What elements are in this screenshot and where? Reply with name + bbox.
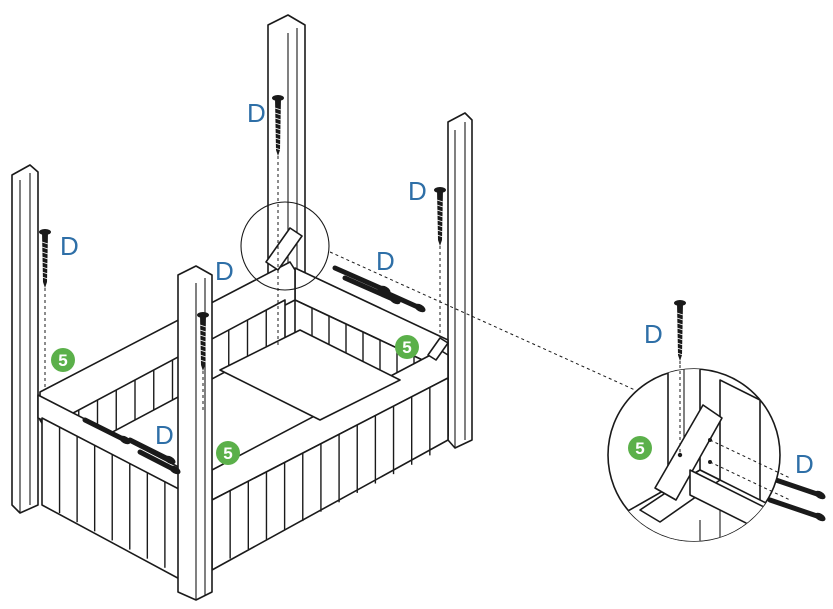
screw-label-d: D (215, 256, 234, 286)
part-badge-5: 5 (628, 436, 652, 460)
screw-label-d: D (408, 176, 427, 206)
screw-d (767, 475, 826, 500)
screw-d (674, 300, 686, 365)
zoom-detail (607, 365, 791, 542)
svg-text:5: 5 (402, 338, 411, 357)
svg-text:5: 5 (223, 444, 232, 463)
corner-brace-right (427, 337, 449, 361)
screw-label-d: D (247, 98, 266, 128)
svg-text:5: 5 (635, 439, 644, 458)
screw-d (137, 449, 181, 475)
svg-text:5: 5 (58, 351, 67, 370)
bottom-frame (219, 329, 401, 421)
corner-brace-back (265, 227, 303, 271)
screw-d (39, 229, 51, 390)
screw-label-d: D (795, 449, 814, 479)
part-badge-5: 5 (395, 335, 419, 359)
screw-d (377, 287, 426, 313)
post-front-left (11, 164, 39, 514)
screw-label-d: D (644, 319, 663, 349)
screw-d (82, 417, 131, 445)
detail-callout-circle (240, 201, 330, 291)
screw-d (272, 95, 284, 345)
post-back-right (447, 112, 473, 449)
screw-d (434, 187, 446, 335)
screw-label-d: D (376, 246, 395, 276)
detail-leader-line (329, 251, 636, 391)
screw-d (767, 497, 826, 522)
screw-d (127, 437, 176, 465)
screw-d (197, 312, 209, 410)
screw-label-d: D (155, 420, 174, 450)
part-badge-5: 5 (51, 348, 75, 372)
screw-label-d: D (60, 231, 79, 261)
part-badge-5: 5 (216, 441, 240, 465)
